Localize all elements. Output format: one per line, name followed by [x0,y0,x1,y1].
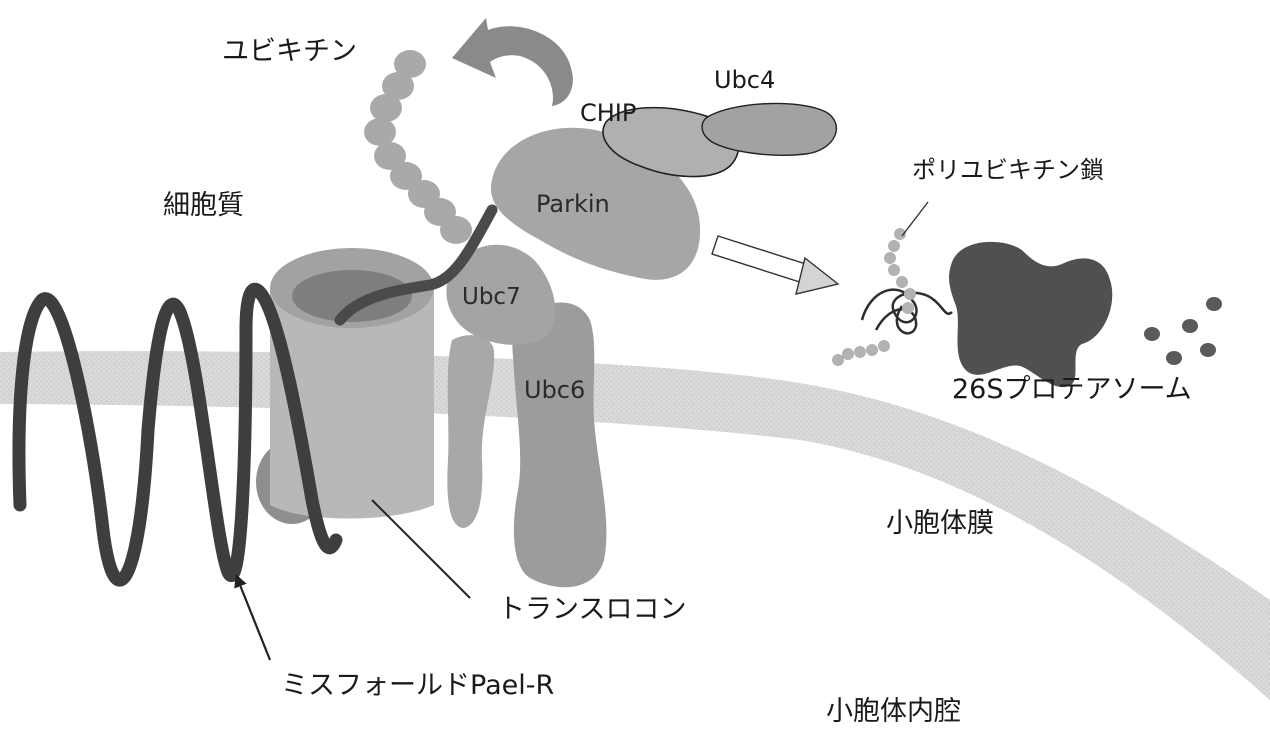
proteasome-26s-shape [949,242,1112,387]
pael-r-arrow-line [238,580,270,660]
ubc4-label: Ubc4 [714,68,775,92]
er-membrane-label: 小胞体膜 [886,510,994,537]
misfolded-pael-r-label: ミスフォールドPael-R [281,672,554,699]
ubiquitin-bead-chain [364,50,472,244]
degradation-arrow [712,236,838,294]
polyubiquitin-chain-label: ポリユビキチン鎖 [912,158,1104,182]
misfolded-pael-r-helix [19,289,262,580]
degraded-peptides [1144,297,1222,365]
membrane-protein-strip [447,335,494,528]
ubiquitin-label: ユビキチン [222,38,357,65]
cytoplasm-label: 細胞質 [163,192,244,219]
parkin-label: Parkin [536,192,610,216]
translocon-label: トランスロコン [498,596,686,623]
polyubiquitin-leader-line [902,202,928,236]
ubc6-shape [512,303,606,588]
chip-label: CHIP [580,101,636,125]
ubc7-label: Ubc7 [462,286,521,309]
polyubiquitinated-substrate [832,228,952,366]
proteasome-26s-label: 26Sプロテアソーム [952,376,1192,403]
er-lumen-label: 小胞体内腔 [826,698,961,725]
ubiquitin-transfer-arrow [452,18,573,106]
ubc6-label: Ubc6 [524,378,585,402]
